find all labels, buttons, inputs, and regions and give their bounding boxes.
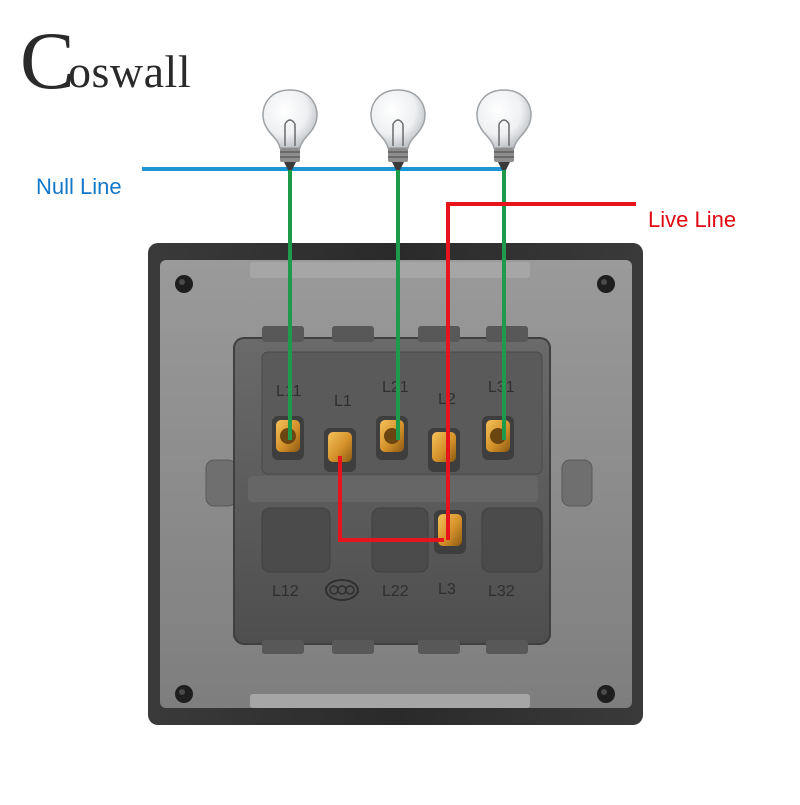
module-notch xyxy=(332,326,374,342)
light-bulb-icon xyxy=(370,89,426,170)
mounting-screw-icon xyxy=(597,275,615,293)
mounting-screw-icon xyxy=(175,685,193,703)
terminal-screw xyxy=(428,428,460,472)
terminal-screw xyxy=(376,416,408,460)
terminal-screw xyxy=(482,416,514,460)
light-bulb-icon xyxy=(262,89,318,170)
module-notch xyxy=(486,640,528,654)
module-notch xyxy=(418,640,460,654)
module-notch xyxy=(332,640,374,654)
plate-lip-bottom xyxy=(250,694,530,708)
mounting-screw-icon xyxy=(597,685,615,703)
coswall-logo: C oswall xyxy=(20,15,192,106)
terminal-screw xyxy=(324,428,356,472)
plate-slot-left xyxy=(205,459,237,507)
lower-bay xyxy=(261,507,331,573)
live-line-bridge-wire xyxy=(338,456,444,542)
logo-initial: C xyxy=(20,15,75,106)
terminal-label: L3 xyxy=(438,581,456,598)
terminal-label: L12 xyxy=(272,583,299,600)
module-notch xyxy=(262,326,304,342)
lower-bay xyxy=(481,507,543,573)
module-notch xyxy=(262,640,304,654)
plate-slot-right xyxy=(561,459,593,507)
light-bulb-icon xyxy=(476,89,532,170)
ccc-certification-mark-icon xyxy=(325,579,359,601)
terminal-label: L31 xyxy=(488,379,515,396)
live-line-wire xyxy=(446,202,636,540)
terminal-label: L1 xyxy=(334,393,352,410)
live-line-label: Live Line xyxy=(648,207,737,232)
terminal-label: L22 xyxy=(382,583,409,600)
module-notch xyxy=(486,326,528,342)
module-ridge xyxy=(248,476,538,502)
module-notch xyxy=(418,326,460,342)
null-line-label: Null Line xyxy=(36,174,122,199)
mounting-screw-icon xyxy=(175,275,193,293)
plate-lip-top xyxy=(250,262,530,278)
terminal-label: L32 xyxy=(488,583,515,600)
logo-wordmark: oswall xyxy=(68,46,192,97)
terminal-label: L21 xyxy=(382,379,409,396)
